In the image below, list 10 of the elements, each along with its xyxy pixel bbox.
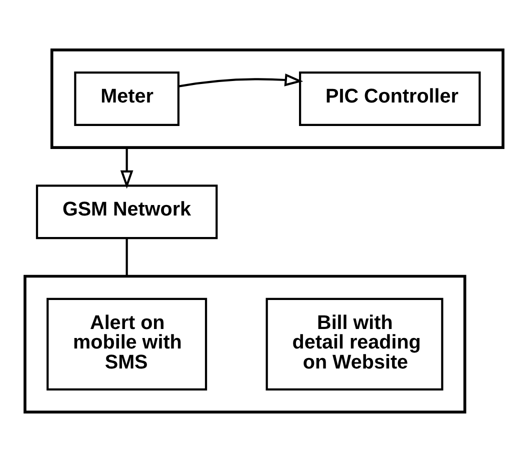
node-box: GSM Network (36, 184, 218, 239)
node-box: Bill with detail reading on Website (266, 297, 444, 390)
node-box: Alert on mobile with SMS (46, 297, 208, 390)
arrow (178, 72, 304, 87)
node-box: Meter (74, 71, 180, 126)
connector (126, 238, 128, 276)
cluster (24, 274, 466, 413)
cluster (50, 48, 504, 148)
arrow (120, 147, 134, 188)
node-box: PIC Controller (299, 71, 481, 126)
